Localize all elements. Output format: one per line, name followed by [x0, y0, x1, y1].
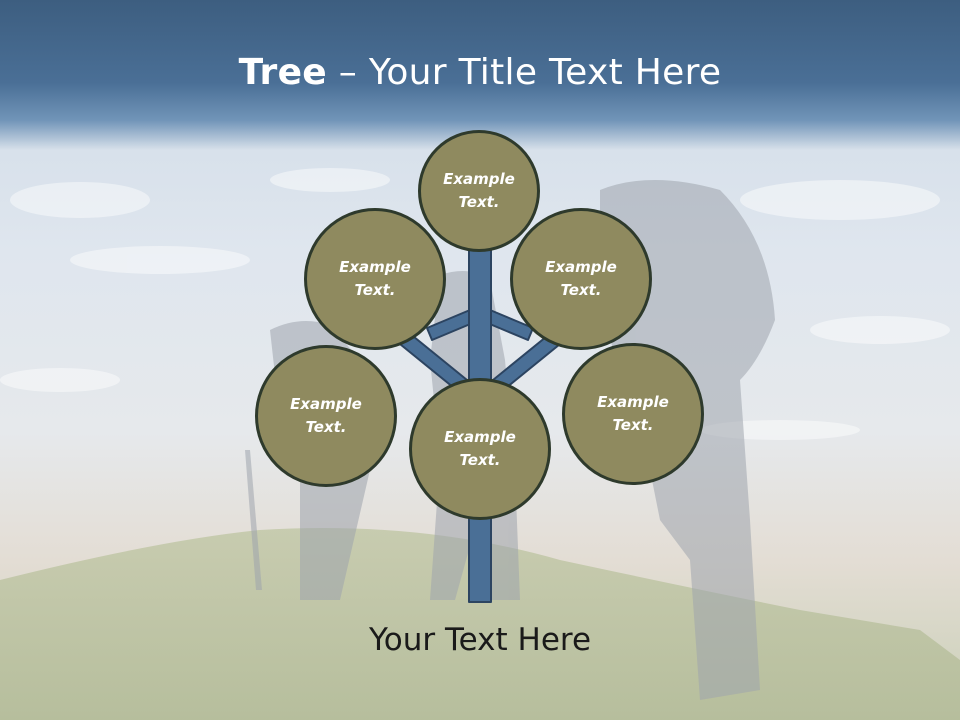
node-center-text: Example Text. — [444, 428, 516, 469]
title-bold: Tree — [238, 52, 328, 93]
node-lower-right: Example Text. — [562, 343, 704, 485]
title-bar — [0, 0, 960, 150]
node-top-text: Example Text. — [443, 170, 515, 211]
node-upper-left: Example Text. — [304, 208, 446, 350]
slide-title: Tree – Your Title Text Here — [0, 52, 960, 93]
slide-subtitle: Your Text Here — [368, 622, 592, 658]
node-lower-right-text: Example Text. — [597, 393, 669, 434]
node-top: Example Text. — [418, 130, 540, 252]
node-center: Example Text. — [409, 378, 551, 520]
node-lower-left-text: Example Text. — [290, 395, 362, 436]
node-upper-right: Example Text. — [510, 208, 652, 350]
node-upper-right-text: Example Text. — [545, 258, 617, 299]
title-rest: – Your Title Text Here — [327, 52, 722, 93]
node-lower-left: Example Text. — [255, 345, 397, 487]
node-upper-left-text: Example Text. — [339, 258, 411, 299]
